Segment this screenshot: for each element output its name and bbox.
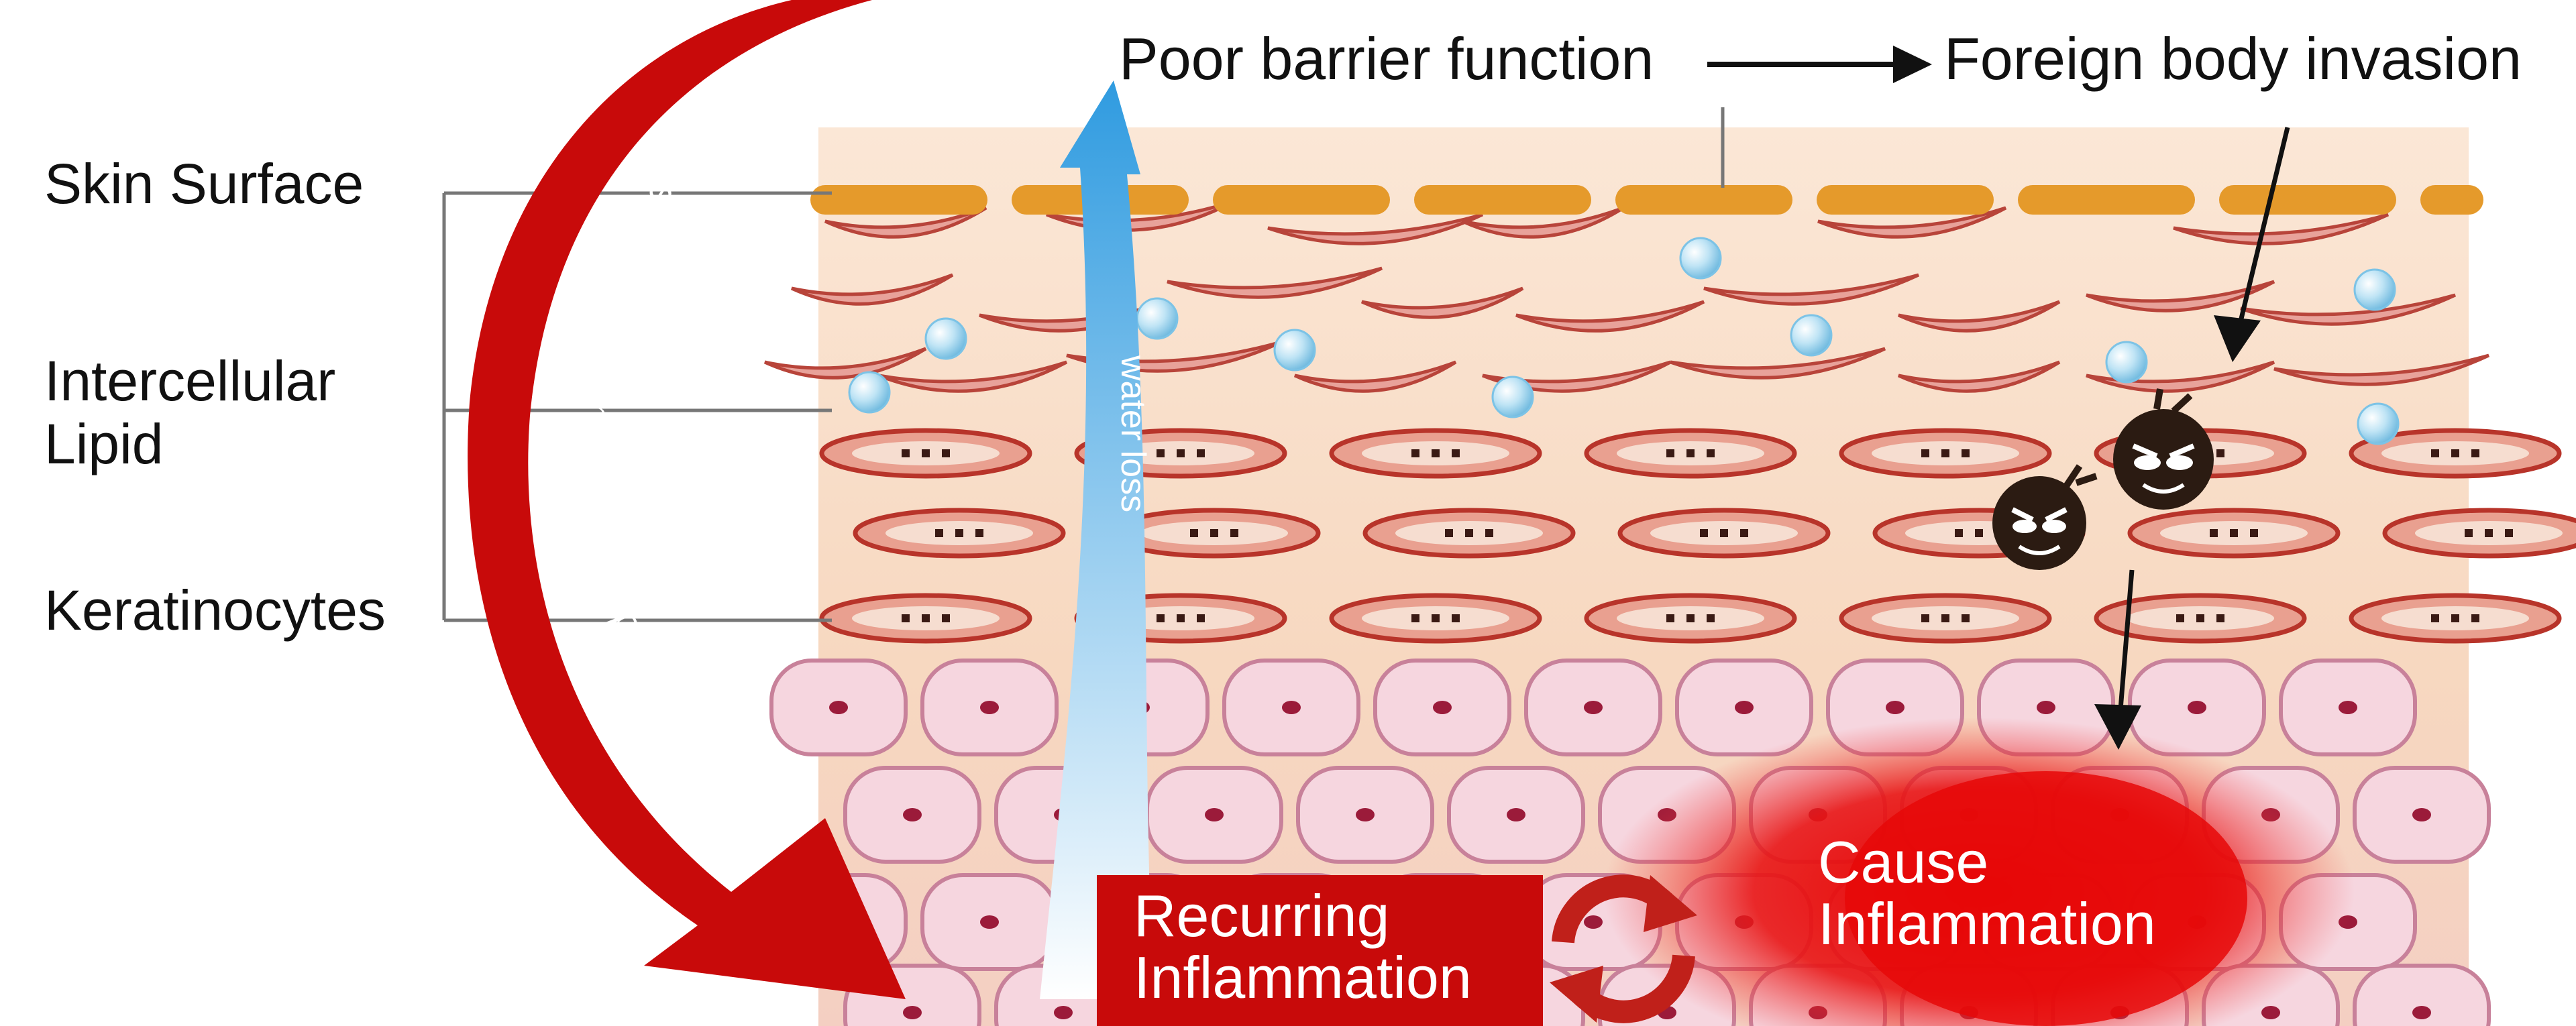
basal-cell <box>1447 766 1585 864</box>
keratinocyte <box>1617 508 1831 559</box>
water-droplet <box>2353 268 2396 311</box>
surface-cell <box>2086 280 2275 312</box>
surface-cell <box>2240 293 2457 326</box>
recurring-line1: Recurring <box>1134 882 1390 949</box>
water-droplets <box>848 237 2400 445</box>
water-droplet <box>1273 329 1316 372</box>
basal-cell <box>1524 659 1662 756</box>
keratinocyte <box>819 593 1032 644</box>
water-droplet <box>924 317 967 360</box>
cycle-icon <box>1550 874 1697 1023</box>
basal-cell <box>2353 766 2491 864</box>
recurring-line2: Inflammation <box>1134 944 1472 1011</box>
water-loss-text: water loss <box>1114 355 1152 512</box>
water-droplet <box>1790 314 1833 357</box>
surface-cell <box>1515 300 1705 333</box>
water-droplet <box>848 371 891 414</box>
label-skin-surface: Skin Surface <box>44 152 364 215</box>
water-droplet <box>1136 297 1179 340</box>
keratinocyte-rows <box>819 428 2576 644</box>
surface-cell <box>1703 273 1920 306</box>
surface-cell <box>1817 206 2007 239</box>
keratinocyte <box>1329 428 1542 479</box>
invasion-arrow-1 <box>2235 127 2290 336</box>
basal-cell <box>920 659 1059 756</box>
surface-cell <box>2273 353 2490 386</box>
keratinocyte <box>1584 593 1797 644</box>
keratinocyte <box>1839 428 2052 479</box>
surface-cell <box>1897 360 2061 393</box>
basal-cell <box>2279 659 2417 756</box>
surface-cell <box>2173 213 2390 245</box>
cause-line2: Inflammation <box>1818 891 2156 957</box>
basal-cell <box>1145 766 1283 864</box>
keratinocyte <box>2349 428 2562 479</box>
microbe-icon <box>1992 464 2098 570</box>
water-droplet <box>1679 237 1722 280</box>
basal-cell <box>1222 659 1360 756</box>
keratinocyte <box>2382 508 2576 559</box>
keratinocyte <box>2349 593 2562 644</box>
basal-cell <box>769 659 908 756</box>
surface-cell <box>824 206 987 239</box>
keratinocyte <box>1329 593 1542 644</box>
invasion-arrow-2 <box>2117 569 2135 718</box>
label-lipid-line2: Lipid <box>44 412 164 475</box>
header-poor-barrier: Poor barrier function <box>1119 25 1654 92</box>
keratinocyte <box>853 508 1066 559</box>
basal-cell <box>920 873 1059 971</box>
surface-cell <box>763 347 927 380</box>
surface-cell <box>1360 286 1524 319</box>
label-keratinocytes: Keratinocytes <box>44 579 386 642</box>
surface-cell <box>1293 360 1457 393</box>
inflammation-core <box>1845 771 2247 1026</box>
water-loss-arrow: water loss <box>1040 80 1154 999</box>
label-intercellular-line1: Intercellular <box>44 349 336 412</box>
keratinocyte <box>819 428 1032 479</box>
surface-cell <box>790 273 954 306</box>
cause-line1: Cause <box>1818 829 1989 895</box>
surface-cell <box>878 360 1068 393</box>
surface-cell <box>1167 266 1383 299</box>
basal-cell <box>843 766 981 864</box>
water-droplet <box>2105 341 2148 384</box>
keratinocyte <box>1362 508 1576 559</box>
recurring-inflammation-box <box>1097 875 1543 1026</box>
keratinocyte <box>2127 508 2341 559</box>
surface-cell <box>2086 360 2275 393</box>
water-droplet <box>2357 402 2400 445</box>
surface-cell <box>1670 347 1886 380</box>
basal-cell <box>1296 766 1434 864</box>
basal-cell <box>2353 964 2491 1026</box>
header-foreign-body: Foreign body invasion <box>1944 25 2522 92</box>
microbe-icon <box>2113 388 2214 510</box>
basal-cell <box>1373 659 1511 756</box>
keratinocyte <box>1839 593 2052 644</box>
keratinocyte <box>2094 593 2307 644</box>
keratinocyte <box>1108 508 1321 559</box>
basal-cell <box>1675 659 1813 756</box>
water-droplet <box>1491 376 1534 418</box>
keratinocyte <box>1584 428 1797 479</box>
header-arrow-head <box>1893 46 1932 83</box>
surface-cell <box>1897 300 2061 333</box>
